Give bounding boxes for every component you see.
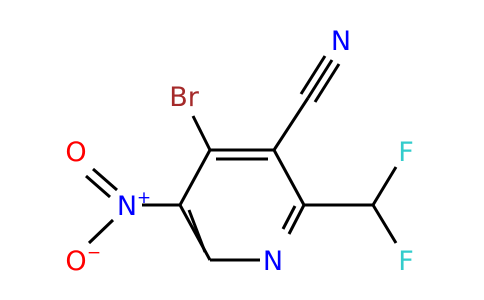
nitro-nitrogen-atom-label: N [117,191,137,222]
bond-chf2-f-bottom [371,204,398,244]
bonds [85,55,398,262]
bond-chf2-f-top [371,166,398,206]
bond-c4-br [191,115,212,151]
nitrile-triple-1 [306,59,334,99]
bromine-atom-label: Br [169,82,200,113]
ring-bond-c3-c2 [272,149,306,206]
nitro-oxygen-bottom-atom-label: O [65,246,86,277]
nitrile-triple-2 [299,55,327,95]
bond-nitro-o-top [92,167,118,192]
bond-nitro-o-top-2 [85,174,111,199]
ring-bond-c2-n1 [287,204,306,235]
fluorine-bottom-atom-label: F [398,246,414,277]
ring-nitrogen-atom-label: N [263,246,283,277]
nitro-oxygen-negative-charge: − [87,243,101,263]
atom-labels: Br N N F F N + O O − [65,26,413,277]
bond-c3-cn-carbon [272,97,310,151]
nitro-oxygen-top-atom-label: O [65,137,86,168]
bond-nitro-o-bottom [87,218,115,245]
ring-bond-c6-c5-inner [187,209,207,253]
nitrile-nitrogen-atom-label: N [331,26,351,57]
ring-bond-c5-c4 [178,149,212,206]
nitro-nitrogen-positive-charge: + [137,188,151,208]
fluorine-top-atom-label: F [398,137,414,168]
ring-bond-c2-n1-inner [281,205,297,230]
nitrile-triple-3 [313,63,341,103]
